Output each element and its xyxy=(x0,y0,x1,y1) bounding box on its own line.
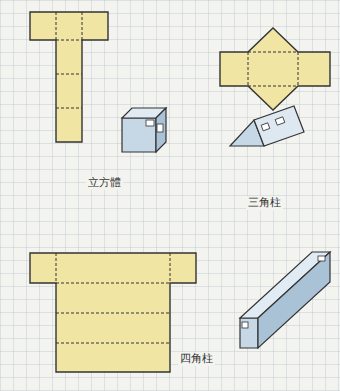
triangular-prism-solid xyxy=(230,106,304,146)
cube-solid xyxy=(122,108,166,152)
triangular-prism-net xyxy=(220,28,330,110)
square-prism-solid xyxy=(240,252,330,348)
solid-name: 四角柱 xyxy=(178,352,215,366)
solid-name: 三角柱 xyxy=(246,196,283,210)
solid-name: 立方體 xyxy=(86,176,123,190)
cube-net xyxy=(30,12,108,142)
square-prism-net xyxy=(30,253,196,372)
